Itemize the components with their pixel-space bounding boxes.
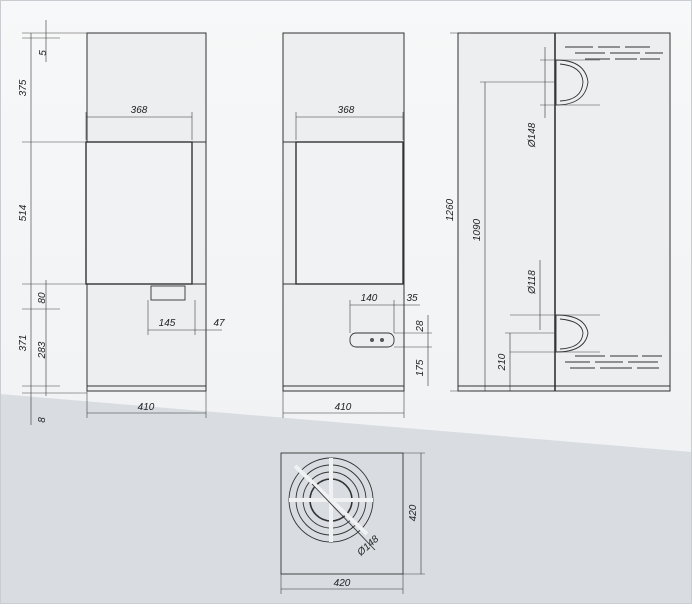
side-view: Ø148 Ø118 1260 1090 210 <box>445 32 671 392</box>
stove-top-plate <box>280 452 404 575</box>
flue-dia-leader <box>311 483 376 551</box>
dim-width-420: 420 <box>334 578 351 589</box>
front-view-right: 368 140 35 28 175 410 <box>282 32 432 418</box>
stove-body-side <box>457 32 671 392</box>
door-handle <box>349 332 395 348</box>
ash-drawer <box>150 285 186 301</box>
dim-handle-28: 28 <box>415 320 426 333</box>
vent-slots-top <box>565 46 663 60</box>
handle-pin <box>370 338 374 342</box>
handle-pin <box>380 338 384 342</box>
dim-outlet-dia-118: Ø118 <box>527 270 538 295</box>
dim-door-width-368: 368 <box>131 105 148 116</box>
dim-bottom-8: 8 <box>37 417 48 423</box>
dim-top-375: 375 <box>18 79 29 96</box>
dim-handle-47: 47 <box>213 318 225 329</box>
dim-height-1260: 1260 <box>445 198 456 221</box>
dim-rear-outlet-210: 210 <box>497 353 508 371</box>
dim-depth-420: 420 <box>408 504 419 521</box>
dim-door-514: 514 <box>18 204 29 221</box>
dim-handle-175: 175 <box>415 359 426 376</box>
door-glass-front-2 <box>295 141 404 285</box>
door-glass-front <box>85 141 193 285</box>
dim-outlet-dia-148: Ø148 <box>527 122 538 148</box>
dim-outlet-height-1090: 1090 <box>472 218 483 241</box>
dim-handle-140: 140 <box>361 293 378 304</box>
dim-width-410-2: 410 <box>335 402 352 413</box>
dim-lower-371: 371 <box>18 335 29 352</box>
dim-width-410: 410 <box>138 402 155 413</box>
dim-lower-283: 283 <box>37 341 48 359</box>
front-view-left: 5 375 514 80 371 283 8 368 145 47 410 <box>18 20 225 425</box>
dim-door-width-368-2: 368 <box>338 105 355 116</box>
flue-outlet-top <box>555 59 589 106</box>
dim-ash-80: 80 <box>37 292 48 304</box>
vent-slots-bottom <box>565 355 662 369</box>
dim-handle-145: 145 <box>159 318 176 329</box>
dim-top-5: 5 <box>38 50 49 56</box>
flue-outlet-rear <box>555 314 589 353</box>
dim-handle-35: 35 <box>406 293 418 304</box>
